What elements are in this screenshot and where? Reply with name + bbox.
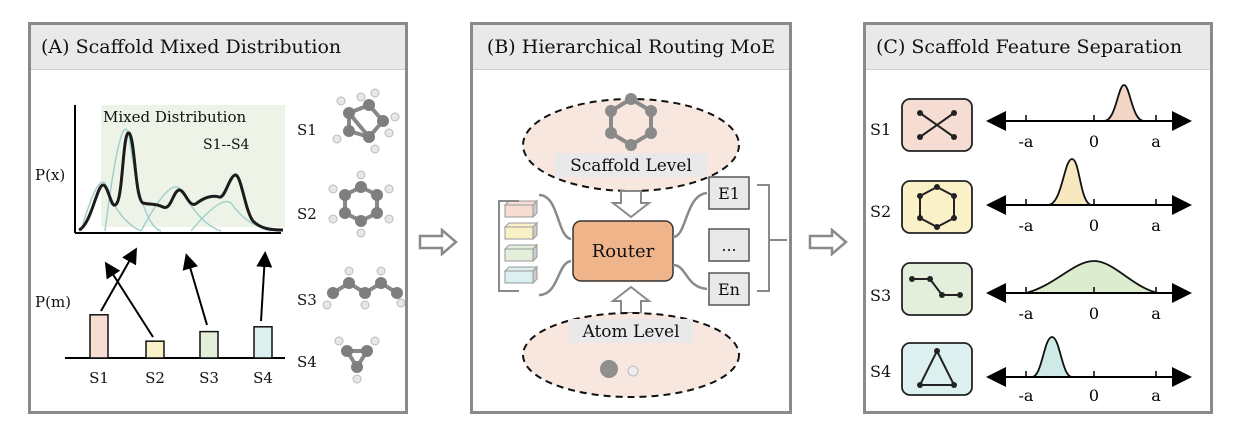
panel-scaffold-mixed-distribution: (A) Scaffold Mixed Distribution Mixed Di… <box>28 22 408 414</box>
panel-b-title: (B) Hierarchical Routing MoE <box>473 25 789 70</box>
molecule-s3-icon <box>322 266 405 310</box>
input-token-3 <box>503 243 539 263</box>
pm-bar-label-s1: S1 <box>89 369 109 387</box>
molecule-s1-icon <box>332 88 400 154</box>
input-bracket <box>498 200 519 292</box>
s3-tick-zero: 0 <box>1089 304 1099 323</box>
row-label-s2: S2 <box>870 202 891 221</box>
atom-level-label: Atom Level <box>581 322 679 342</box>
router-label: Router <box>592 241 655 262</box>
px-axis-label: P(x) <box>35 166 65 184</box>
mixed-distribution-curve <box>78 131 284 232</box>
s2-distribution-curve <box>1047 158 1093 206</box>
molecule-label-s1: S1 <box>297 121 317 139</box>
s2-tick-zero: 0 <box>1089 216 1099 235</box>
input-tokens <box>503 199 539 285</box>
pm-bar-s1 <box>89 314 109 359</box>
s-range-label: S1--S4 <box>203 137 250 153</box>
triangle-graph-shape <box>918 348 956 386</box>
router-to-expert-arrows <box>672 191 708 291</box>
panel-a-title: (A) Scaffold Mixed Distribution <box>31 25 405 70</box>
s3-tick-neg-a: -a <box>1019 304 1034 323</box>
s4-tick-neg-a: -a <box>1019 386 1034 405</box>
s3-distribution-curve <box>1025 260 1159 294</box>
expert-ellipsis-label: ... <box>721 236 736 255</box>
router-box <box>572 220 674 282</box>
panel-scaffold-feature-separation: (C) Scaffold Feature Separation S1 -a 0 … <box>863 22 1213 414</box>
expert-e1-box <box>708 176 750 210</box>
molecule-label-s3: S3 <box>297 291 317 309</box>
s1-tick-a: a <box>1151 132 1161 151</box>
scaffold-ring-icon <box>605 93 657 151</box>
expert-bracket <box>757 184 770 292</box>
pm-axis-label: P(m) <box>35 293 71 311</box>
scaffold-level-label: Scaffold Level <box>570 156 692 176</box>
flow-arrow-b-to-c <box>808 228 848 256</box>
pm-bar-s4 <box>253 326 273 359</box>
flow-arrow-a-to-b <box>418 228 458 256</box>
s3-tick-a: a <box>1151 304 1161 323</box>
pm-bar-s2 <box>145 340 165 359</box>
scaffold-level-label-bg <box>555 153 707 177</box>
expert-en-label: En <box>718 280 740 299</box>
row-label-s3: S3 <box>870 286 891 305</box>
input-token-2 <box>503 221 539 241</box>
panel-hierarchical-routing-moe: (B) Hierarchical Routing MoE Scaffold Le… <box>470 22 792 414</box>
s4-distribution-curve <box>1031 336 1073 378</box>
panel-b-canvas: Scaffold Level Router Atom Level E1 ... … <box>498 93 787 398</box>
pm-bars <box>89 314 273 359</box>
atom-level-label-bg <box>569 319 693 343</box>
chain-graph-shape <box>912 278 960 296</box>
arrow-s2 <box>104 261 154 338</box>
s1-tick-neg-a: -a <box>1019 132 1034 151</box>
mixed-plot-background <box>101 105 285 227</box>
row-label-s1: S1 <box>870 120 891 139</box>
scaffold-down-arrow <box>610 190 652 219</box>
pm-bar-label-s4: S4 <box>253 369 273 387</box>
s4-tick-zero: 0 <box>1089 386 1099 405</box>
triangle-graph-icon <box>901 342 973 396</box>
heavy-atom-icon <box>600 360 618 378</box>
expert-e1-label: E1 <box>718 184 740 203</box>
mapping-arrows <box>100 247 273 338</box>
panel-c-title: (C) Scaffold Feature Separation <box>866 25 1210 70</box>
expert-ellipsis-box <box>708 228 750 262</box>
x-graph-edges <box>919 112 955 138</box>
molecule-label-s2: S2 <box>297 205 317 223</box>
panel-c-canvas: S1 -a 0 a S2 -a 0 a S3 -a 0 a S4 <box>870 84 1192 405</box>
row-label-s4: S4 <box>870 362 891 381</box>
pm-bar-s3 <box>199 330 219 359</box>
atom-up-arrow <box>610 285 652 314</box>
s1-distribution-curve <box>1103 84 1145 122</box>
molecule-s2-icon <box>328 170 394 238</box>
arrow-s3 <box>182 253 208 326</box>
pm-bar-label-s2: S2 <box>145 369 165 387</box>
pm-bar-label-s3: S3 <box>199 369 219 387</box>
mixed-distribution-label: Mixed Distribution <box>103 108 246 126</box>
molecule-label-s4: S4 <box>297 353 317 371</box>
s2-tick-a: a <box>1151 216 1161 235</box>
input-to-router-arrows <box>538 193 572 297</box>
input-token-4 <box>503 265 539 285</box>
s1-tick-zero: 0 <box>1089 132 1099 151</box>
s2-tick-neg-a: -a <box>1019 216 1034 235</box>
s4-tick-a: a <box>1151 386 1161 405</box>
arrow-s4 <box>256 251 273 322</box>
hydrogen-atom-icon <box>627 365 639 377</box>
expert-en-box <box>708 272 750 306</box>
pm-bar-labels: S1 S2 S3 S4 <box>89 369 273 387</box>
input-token-1 <box>503 199 539 219</box>
molecule-s4-icon <box>334 336 380 384</box>
